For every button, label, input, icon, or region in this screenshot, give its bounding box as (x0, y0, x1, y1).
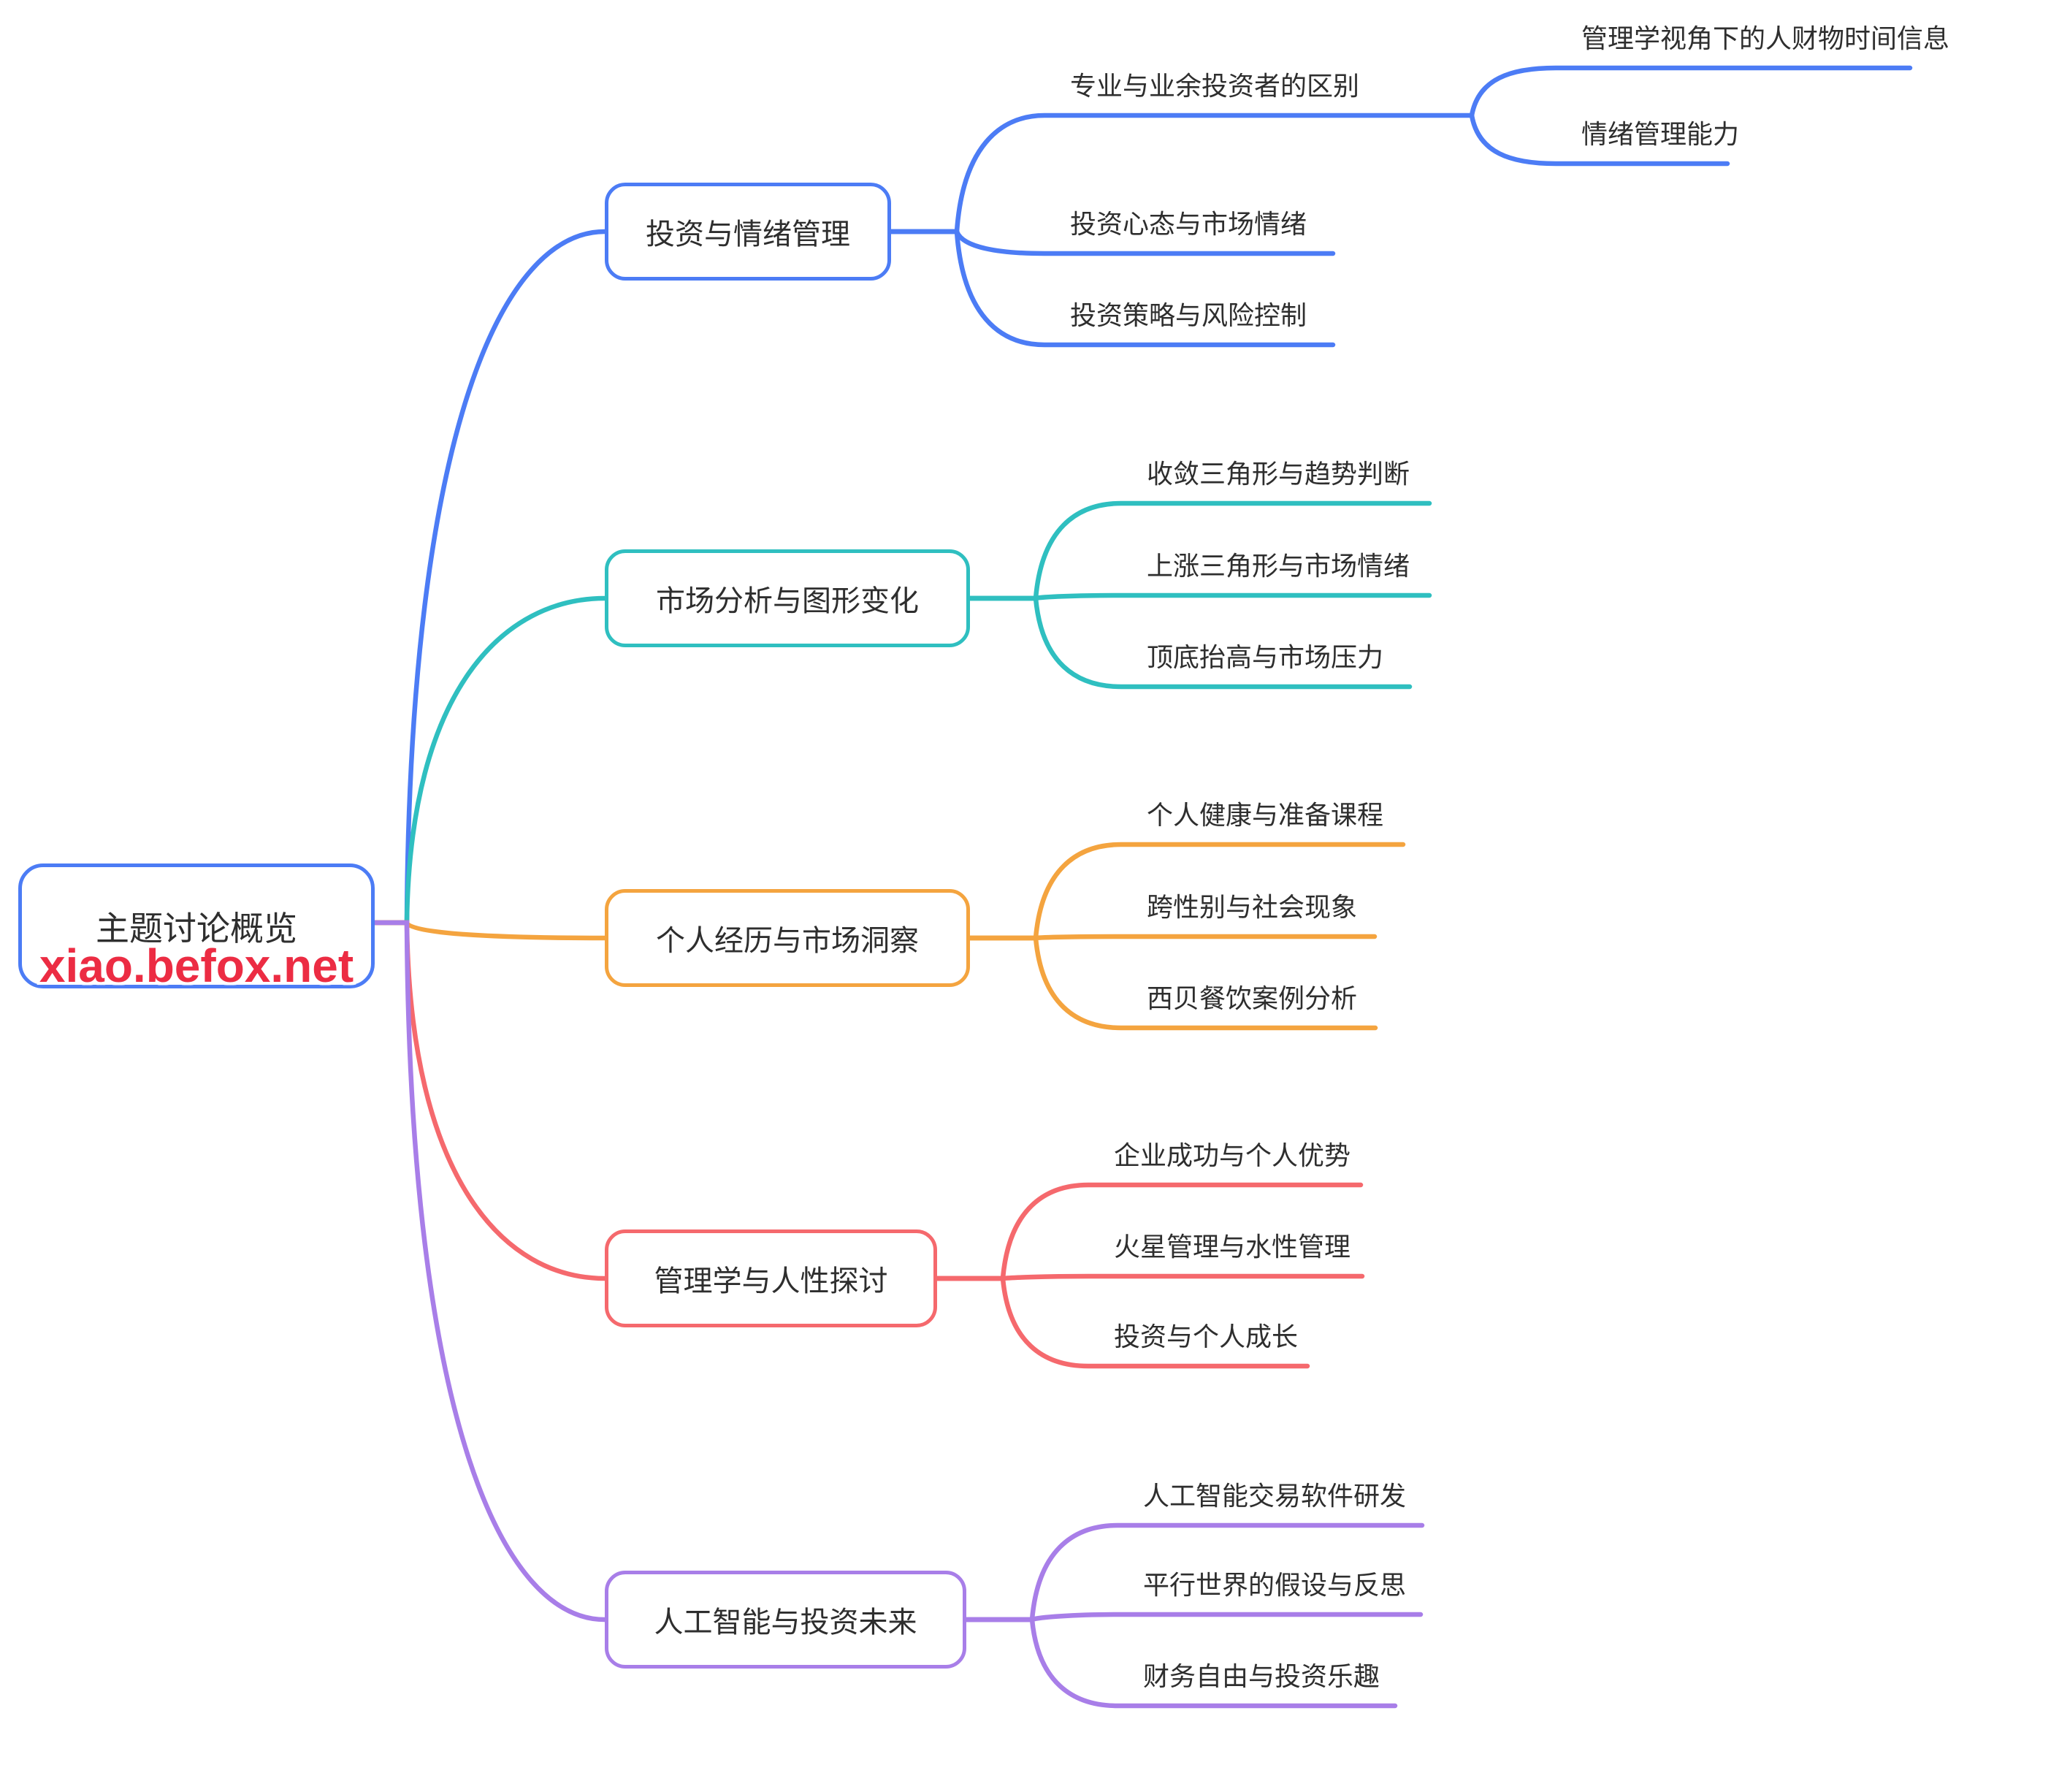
leaf-node[interactable]: 人工智能交易软件研发 (1143, 1481, 1407, 1511)
branch-1-label: 投资与情绪管理 (646, 218, 850, 251)
leaf-node[interactable]: 专业与业余投资者的区别 (1070, 71, 1360, 101)
branch-1-links (372, 65, 1913, 926)
branch-node-3[interactable]: 个人经历与市场洞察 (605, 889, 970, 987)
branch-3-label: 个人经历与市场洞察 (656, 925, 919, 957)
leaf-node[interactable]: 财务自由与投资乐趣 (1143, 1661, 1380, 1691)
root-label: 主题讨论概览 (96, 909, 297, 948)
leaf-node[interactable]: 上涨三角形与市场情绪 (1147, 551, 1410, 581)
branch-3-links (372, 842, 1406, 1031)
root-node[interactable]: 主题讨论概览 (18, 863, 375, 988)
leaf-node[interactable]: 收敛三角形与趋势判断 (1147, 459, 1410, 489)
branch-node-2[interactable]: 市场分析与图形变化 (605, 549, 970, 647)
branch-2-label: 市场分析与图形变化 (656, 585, 919, 617)
leaf-node[interactable]: 跨性别与社会现象 (1147, 892, 1358, 922)
leaf-node[interactable]: 管理学视角下的人财物时间信息 (1581, 23, 1950, 53)
leaf-node[interactable]: 投资策略与风险控制 (1070, 300, 1307, 330)
leaf-node[interactable]: 投资心态与市场情绪 (1070, 209, 1307, 239)
branch-node-1[interactable]: 投资与情绪管理 (605, 183, 891, 281)
branch-5-label: 人工智能与投资未来 (654, 1606, 917, 1639)
leaf-node[interactable]: 个人健康与准备课程 (1147, 800, 1384, 830)
branch-5-links (372, 920, 1425, 1709)
leaf-node[interactable]: 情绪管理能力 (1581, 119, 1740, 149)
leaf-node[interactable]: 顶底抬高与市场压力 (1147, 642, 1384, 672)
leaf-node[interactable]: 平行世界的假设与反思 (1143, 1570, 1407, 1600)
branch-4-label: 管理学与人性探讨 (654, 1265, 888, 1297)
leaf-node[interactable]: 投资与个人成长 (1114, 1322, 1299, 1351)
branch-node-4[interactable]: 管理学与人性探讨 (605, 1229, 937, 1327)
branch-node-5[interactable]: 人工智能与投资未来 (605, 1571, 966, 1669)
watermark: xiao.befox.net (39, 939, 354, 992)
leaf-node[interactable]: 西贝餐饮案例分析 (1147, 983, 1358, 1013)
branch-4-links (372, 920, 1365, 1369)
branch-2-links (372, 500, 1432, 926)
leaf-node[interactable]: 火星管理与水性管理 (1114, 1232, 1351, 1262)
leaf-node[interactable]: 企业成功与个人优势 (1114, 1140, 1351, 1170)
